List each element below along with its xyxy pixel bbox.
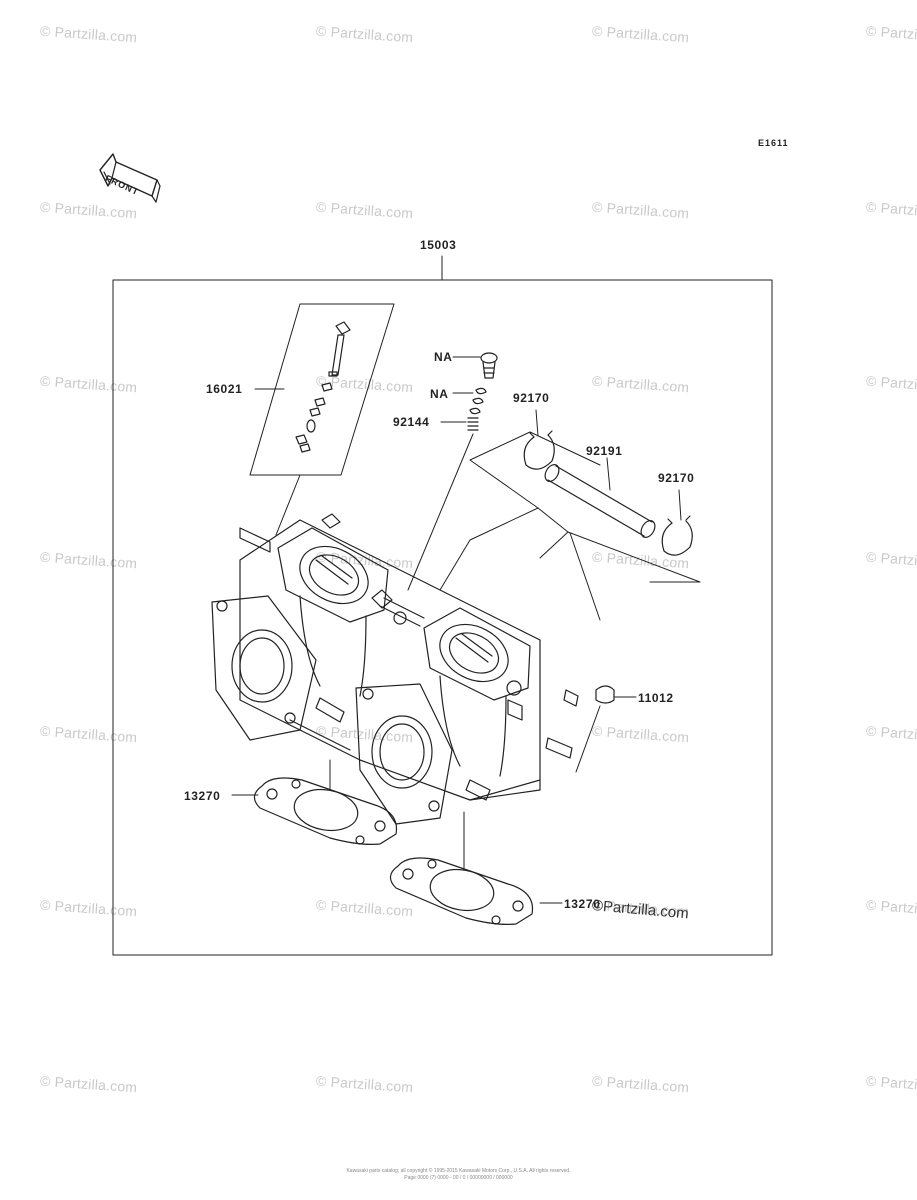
part-label-13270-b[interactable]: 13270 <box>564 897 601 911</box>
clip-92170-b <box>661 489 693 556</box>
part-label-11012[interactable]: 11012 <box>638 691 674 705</box>
copyright-line-2: Page 0000 (7) 0000 - 00 / 0 / 00000000 /… <box>404 1175 513 1181</box>
clip-92170-a <box>523 409 555 470</box>
part-label-92170-a[interactable]: 92170 <box>513 391 550 405</box>
part-label-92144[interactable]: 92144 <box>393 415 430 429</box>
part-label-na-1[interactable]: NA <box>434 350 453 364</box>
part-label-13270-a[interactable]: 13270 <box>184 789 221 803</box>
part-label-15003[interactable]: 15003 <box>420 238 457 252</box>
front-arrow-icon <box>99 153 161 203</box>
diagram-code: E1611 <box>758 138 789 148</box>
part-label-na-2[interactable]: NA <box>430 387 449 401</box>
part-label-16021[interactable]: 16021 <box>206 382 243 396</box>
stop-screw <box>295 321 351 453</box>
part-label-92191[interactable]: 92191 <box>586 444 623 458</box>
gasket-13270-a <box>231 759 398 845</box>
pilot-screw-set <box>407 352 498 591</box>
gasket-13270-b <box>389 811 563 925</box>
shaft-kit-frame <box>439 431 701 621</box>
part-label-92170-b[interactable]: 92170 <box>658 471 695 485</box>
shaft-92191 <box>544 457 656 538</box>
copyright-line-1: Kawasaki parts catalog; all copyright © … <box>346 1168 571 1174</box>
cap-11012 <box>575 685 637 773</box>
throttle-body <box>211 513 579 825</box>
kit-box-16021 <box>249 303 395 476</box>
